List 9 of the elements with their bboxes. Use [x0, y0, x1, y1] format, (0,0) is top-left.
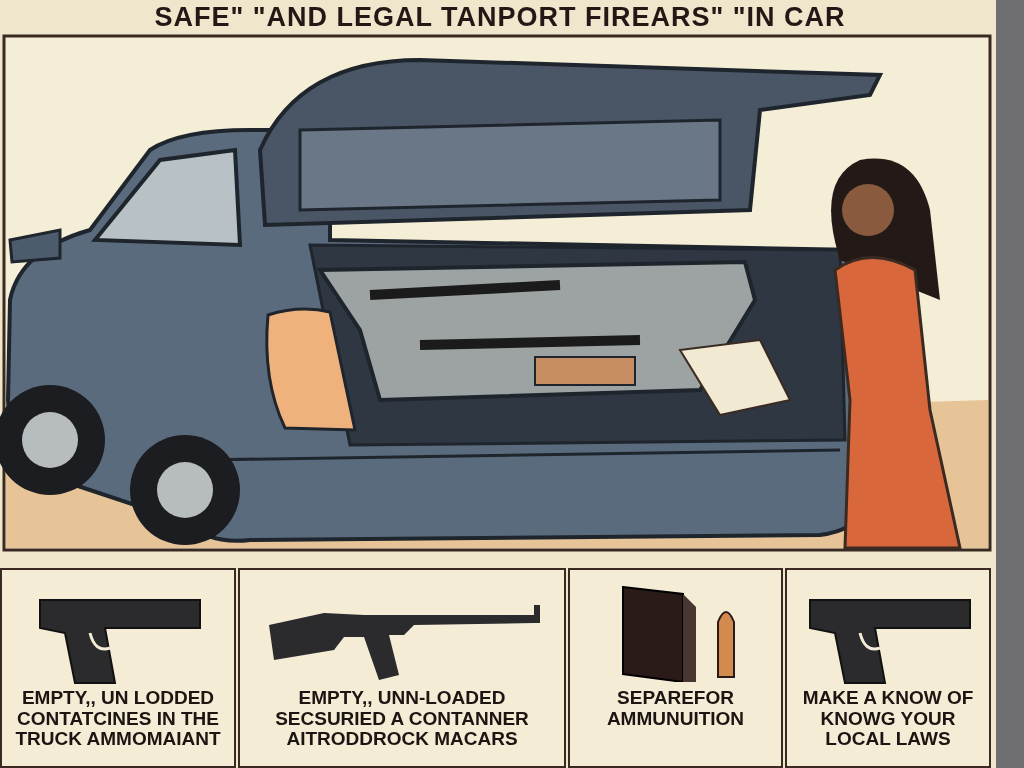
- tip-panel: [0, 568, 236, 768]
- tip-text: MAKE A KNOW OF KNOWG YOUR LOCAL LAWS: [801, 688, 975, 750]
- tip-text: EMPTY,, UN LODDED CONTATCINES IN THE TRUCK AMMOMAIANT: [14, 688, 222, 750]
- tip-text: EMPTY,, UNN-LOADED SECSURIED A CONTANNER AITRODDROCK MACARS: [274, 688, 530, 750]
- tip-panel: [238, 568, 566, 768]
- tip-panel: [568, 568, 783, 768]
- tip-panel: [785, 568, 991, 768]
- poster-title: SAFE" "AND LEGAL TANPORT FIREARS" "IN CAR: [153, 2, 847, 33]
- tip-text: SEPAREFOR AMMUNUITION: [605, 688, 746, 730]
